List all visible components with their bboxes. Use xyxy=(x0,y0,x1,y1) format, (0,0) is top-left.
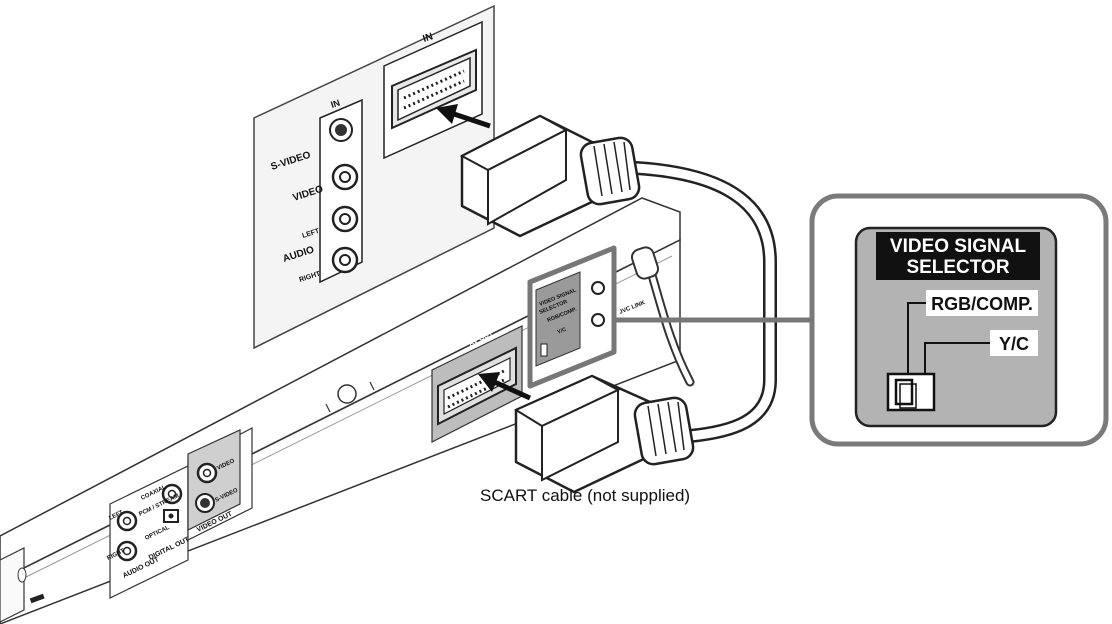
selector-callout: VIDEO SIGNAL SELECTOR RGB/COMP. Y/C xyxy=(809,193,1109,447)
scart-plug-lower xyxy=(513,374,695,494)
callout-title-line2: SELECTOR xyxy=(906,257,1009,278)
player-av-out-scart: AV OUT xyxy=(431,325,523,443)
player-video-signal-selector: VIDEO SIGNAL SELECTOR RGB/COMP. Y/C JVC … xyxy=(527,245,647,389)
s-video-out-jack xyxy=(195,493,215,513)
coaxial-jack xyxy=(161,483,183,505)
player-insert-arrow xyxy=(478,372,532,401)
tv-insert-arrow xyxy=(436,104,491,129)
audio-out-right-jack xyxy=(116,540,138,562)
tv-audio-left-jack xyxy=(331,205,359,233)
tv-scart-socket xyxy=(391,48,477,130)
tv-video-jack xyxy=(331,163,359,191)
tv-s-video-jack xyxy=(329,118,353,142)
callout-yc-label: Y/C xyxy=(999,334,1029,354)
scart-plug-upper xyxy=(459,114,641,238)
tv-audio-right-jack xyxy=(331,246,359,274)
av-in-label: IN xyxy=(330,98,342,110)
cable-caption: SCART cable (not supplied) xyxy=(480,486,690,505)
callout-rgb-label: RGB/COMP. xyxy=(931,294,1033,314)
selector-yc-label: Y/C xyxy=(557,327,568,336)
selector-switch-icon xyxy=(886,372,936,412)
player-output-panel: LEFT RIGHT AUDIO OUT COAXIAL PCM / STREA… xyxy=(106,427,253,599)
scart-cable xyxy=(459,114,777,494)
tv-scart-in-label: IN xyxy=(422,31,435,45)
tv-rear-panel: IN S-VIDEO VIDEO LEFT AUDIO RIGHT IN xyxy=(253,4,495,350)
audio-out-left-jack xyxy=(116,510,138,532)
callout-title-line1: VIDEO SIGNAL xyxy=(890,236,1027,257)
optical-jack xyxy=(163,509,179,523)
video-out-jack xyxy=(196,462,218,484)
